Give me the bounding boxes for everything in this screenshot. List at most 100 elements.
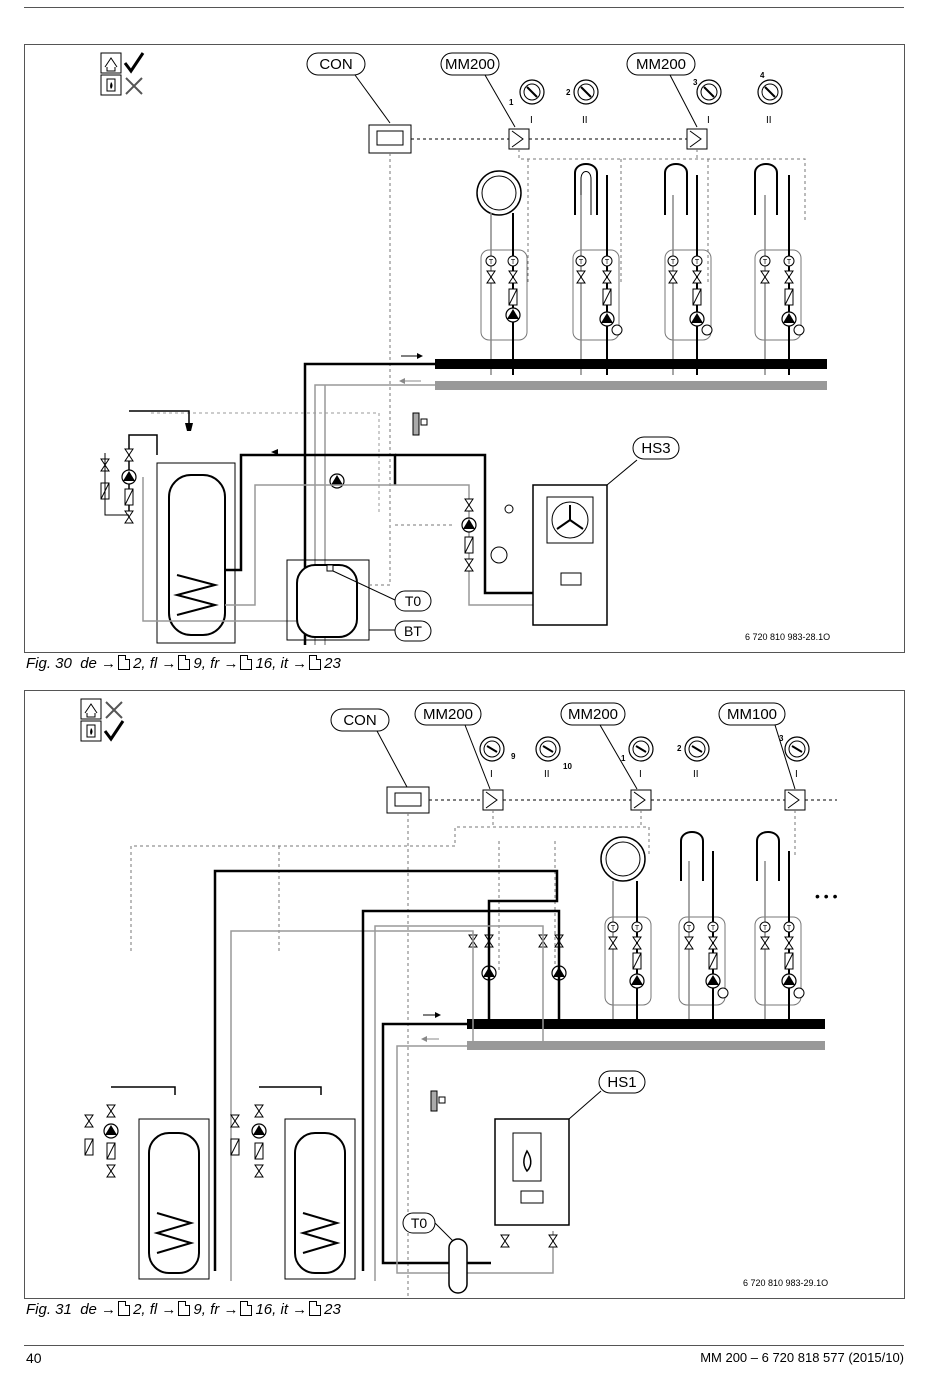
mm100-label: MM100	[727, 706, 777, 723]
mm200-label-a: MM200	[423, 706, 473, 723]
module-mm200-a	[482, 789, 504, 811]
xref-page: 23	[324, 1301, 341, 1318]
bottom-rule	[24, 1345, 904, 1346]
dial-setting-2: 10	[563, 762, 572, 771]
heat-pump-hs3	[532, 484, 608, 626]
dial-setting-5: 3	[779, 734, 784, 743]
coding-dial-1	[519, 79, 545, 105]
xref-fl[interactable]: fl →9,	[149, 655, 206, 672]
dial-setting-3: 3	[693, 78, 698, 87]
dial-setting-1: 9	[511, 752, 516, 761]
circuit-label-1: I	[490, 769, 493, 780]
xref-lang: fl	[149, 655, 158, 672]
circuit-label-2: II	[544, 769, 550, 780]
page-icon	[118, 655, 131, 670]
xref-fr[interactable]: fr →16,	[210, 655, 277, 672]
mm200-label-a: MM200	[445, 56, 495, 73]
xref-it[interactable]: it →23	[280, 1301, 341, 1318]
figure-31-number: Fig. 31	[26, 1301, 72, 1318]
page-icon	[309, 655, 322, 670]
heating-circuit-2	[572, 163, 623, 375]
circuit-label-1: I	[530, 115, 533, 126]
xref-lang: fr	[210, 655, 220, 672]
xref-lang: de	[80, 655, 97, 672]
xref-lang: fl	[149, 1301, 158, 1318]
page-icon	[118, 1301, 131, 1316]
module-mm100	[784, 789, 806, 811]
return-manifold	[467, 1041, 825, 1050]
boiler-hs1	[494, 1118, 570, 1226]
coding-dial-1	[479, 736, 505, 762]
figure-30-diagram: T CON	[100, 52, 830, 645]
xref-page: 9	[193, 655, 202, 672]
dial-setting-2: 2	[566, 88, 571, 97]
return-manifold	[435, 381, 827, 390]
xref-fl[interactable]: fl →9,	[149, 1301, 206, 1318]
t0-label: T0	[411, 1215, 428, 1231]
coding-dial-3	[696, 79, 722, 105]
dial-setting-4: 4	[760, 71, 765, 80]
circuit-label-5: I	[795, 769, 798, 780]
circuit-label-3: I	[639, 769, 642, 780]
hs3-label: HS3	[641, 440, 670, 457]
xref-page: 16	[255, 655, 273, 672]
page-icon	[240, 655, 253, 670]
coding-dial-4	[757, 79, 783, 105]
figure-31-code: 6 720 810 983-29.1O	[743, 1278, 828, 1288]
mm200-label-b: MM200	[636, 56, 686, 73]
dial-setting-1: 1	[509, 98, 514, 107]
module-mm200-b	[630, 789, 652, 811]
mm200-label-box-b	[626, 52, 696, 76]
figure-31-diagram: T	[80, 698, 838, 1298]
circuit-label-3: I	[707, 115, 710, 126]
figure-30-number: Fig. 30	[26, 655, 72, 672]
figure-30-code: 6 720 810 983-28.1O	[745, 632, 830, 642]
mode-icon-box	[100, 52, 122, 96]
page-icon	[178, 1301, 191, 1316]
xref-lang: it	[280, 1301, 288, 1318]
xref-page: 23	[324, 655, 341, 672]
module-mm200-b	[686, 128, 708, 150]
dial-setting-4: 2	[677, 744, 682, 753]
module-mm200-a	[508, 128, 530, 150]
check-icon	[123, 52, 145, 74]
figure-31-caption: Fig. 31 de →2, fl →9, fr →16, it →23	[26, 1301, 341, 1318]
supply-manifold	[467, 1019, 825, 1029]
circuit-label-2: II	[582, 115, 588, 126]
xref-de[interactable]: de →2,	[80, 1301, 146, 1318]
xref-lang: fr	[210, 1301, 220, 1318]
mm200-label-box-a	[440, 52, 500, 76]
page-icon	[178, 655, 191, 670]
three-way-valve	[329, 473, 345, 489]
low-loss-header	[448, 1238, 468, 1294]
mm200-label-b: MM200	[568, 706, 618, 723]
cross-icon	[105, 701, 123, 719]
heating-circuit-4	[754, 163, 805, 375]
dial-setting-3: 1	[621, 754, 626, 763]
figure-30-frame: T CON	[24, 44, 905, 653]
xref-it[interactable]: it →23	[280, 655, 341, 672]
dhw-storage-tank-1	[138, 1118, 210, 1280]
heating-circuit-2	[678, 831, 729, 1029]
more-circuits-ellipsis: • • •	[815, 888, 838, 904]
xref-fr[interactable]: fr →16,	[210, 1301, 277, 1318]
xref-lang: de	[80, 1301, 97, 1318]
check-icon	[103, 720, 125, 742]
hs1-label: HS1	[607, 1074, 636, 1091]
mode-icon-box	[80, 698, 102, 742]
heating-circuit-3	[754, 831, 805, 1029]
coding-dial-2	[573, 79, 599, 105]
con-label-box	[306, 52, 366, 76]
circuit-label-4: II	[766, 115, 772, 126]
xref-page: 16	[255, 1301, 273, 1318]
heating-circuit-1	[476, 170, 528, 375]
coding-dial-5	[784, 736, 810, 762]
heating-circuit-1	[600, 836, 652, 1029]
document-reference: MM 200 – 6 720 818 577 (2015/10)	[700, 1350, 904, 1365]
dhw-storage-tank-2	[284, 1118, 356, 1280]
xref-page: 2	[133, 1301, 142, 1318]
xref-de[interactable]: de →2,	[80, 655, 146, 672]
buffer-tank-bt	[286, 559, 370, 641]
cross-icon	[125, 77, 143, 95]
con-label: CON	[343, 712, 376, 729]
